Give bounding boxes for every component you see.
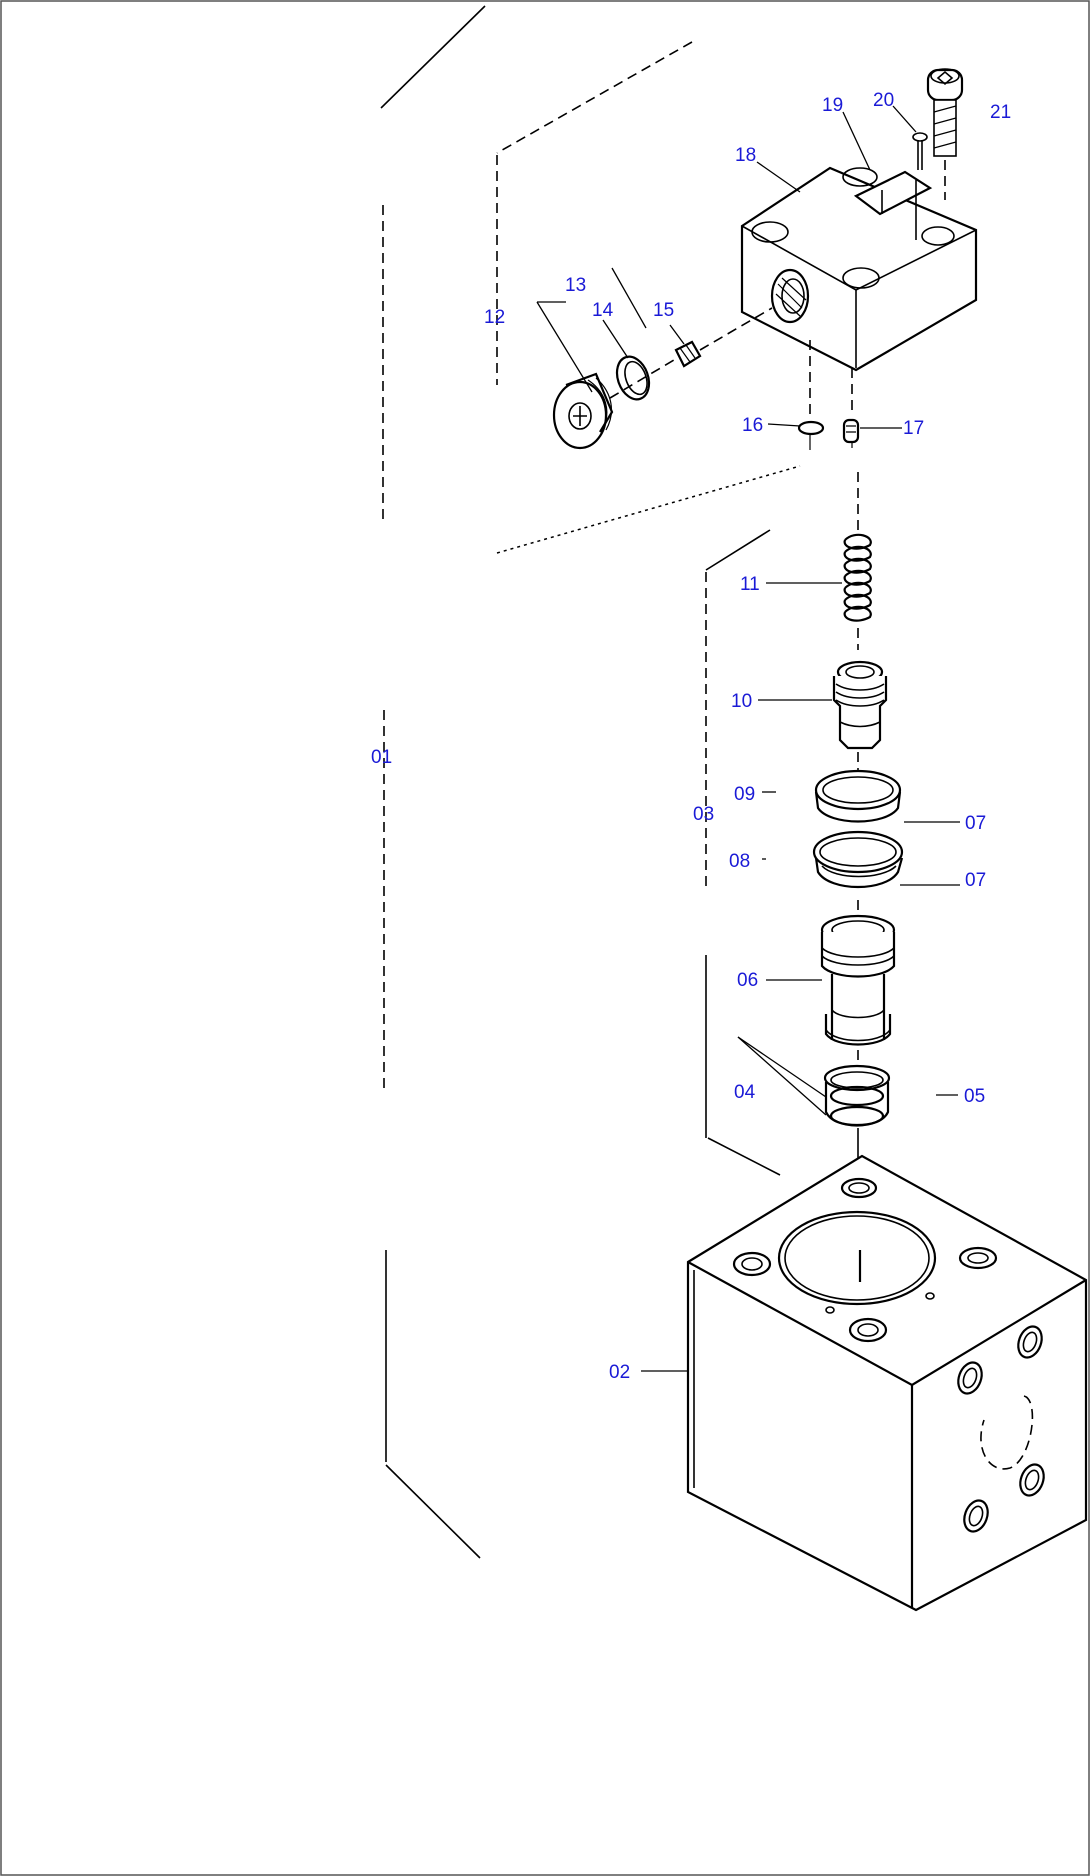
callout-16: 16 [742, 415, 763, 436]
bracket-12 [496, 41, 801, 554]
ring-09 [814, 769, 902, 823]
spring-11 [843, 472, 872, 650]
bracket-03 [705, 529, 781, 1176]
washer-16 [797, 420, 825, 436]
callout-13: 13 [565, 275, 586, 296]
leader-lines [536, 105, 960, 1372]
callout-02: 02 [609, 1362, 630, 1383]
ring-08 [812, 830, 904, 920]
callout-labels: 01 02 03 04 05 06 07 07 08 09 10 11 12 1… [371, 90, 1011, 1383]
callout-06: 06 [737, 970, 758, 991]
callout-14: 14 [592, 300, 614, 321]
callout-12: 12 [484, 307, 505, 328]
callout-08: 08 [729, 851, 750, 872]
callout-15: 15 [653, 300, 674, 321]
callout-11: 11 [740, 574, 760, 595]
callout-20: 20 [873, 90, 894, 111]
upper-valve-block [740, 166, 978, 450]
pin-17 [842, 418, 860, 444]
callout-10: 10 [731, 691, 752, 712]
o-ring-14 [615, 355, 651, 401]
screw-15 [609, 307, 773, 399]
bracket-01 [380, 5, 486, 1559]
piston-10 [832, 660, 888, 790]
callout-21: 21 [990, 102, 1011, 123]
callout-03: 03 [693, 804, 714, 825]
bolt-21 [926, 68, 964, 200]
callout-18: 18 [735, 145, 756, 166]
sleeve-06 [820, 914, 896, 1064]
plug-13 [552, 372, 614, 450]
callout-01: 01 [371, 747, 392, 768]
main-valve-block [686, 1154, 1088, 1612]
callout-09: 09 [734, 784, 755, 805]
callout-07-lower: 07 [965, 870, 986, 891]
callout-19: 19 [822, 95, 843, 116]
callout-04: 04 [734, 1082, 756, 1103]
callout-05: 05 [964, 1086, 985, 1107]
callout-07-upper: 07 [965, 813, 986, 834]
callout-17: 17 [903, 418, 924, 439]
screw-20 [912, 132, 928, 170]
